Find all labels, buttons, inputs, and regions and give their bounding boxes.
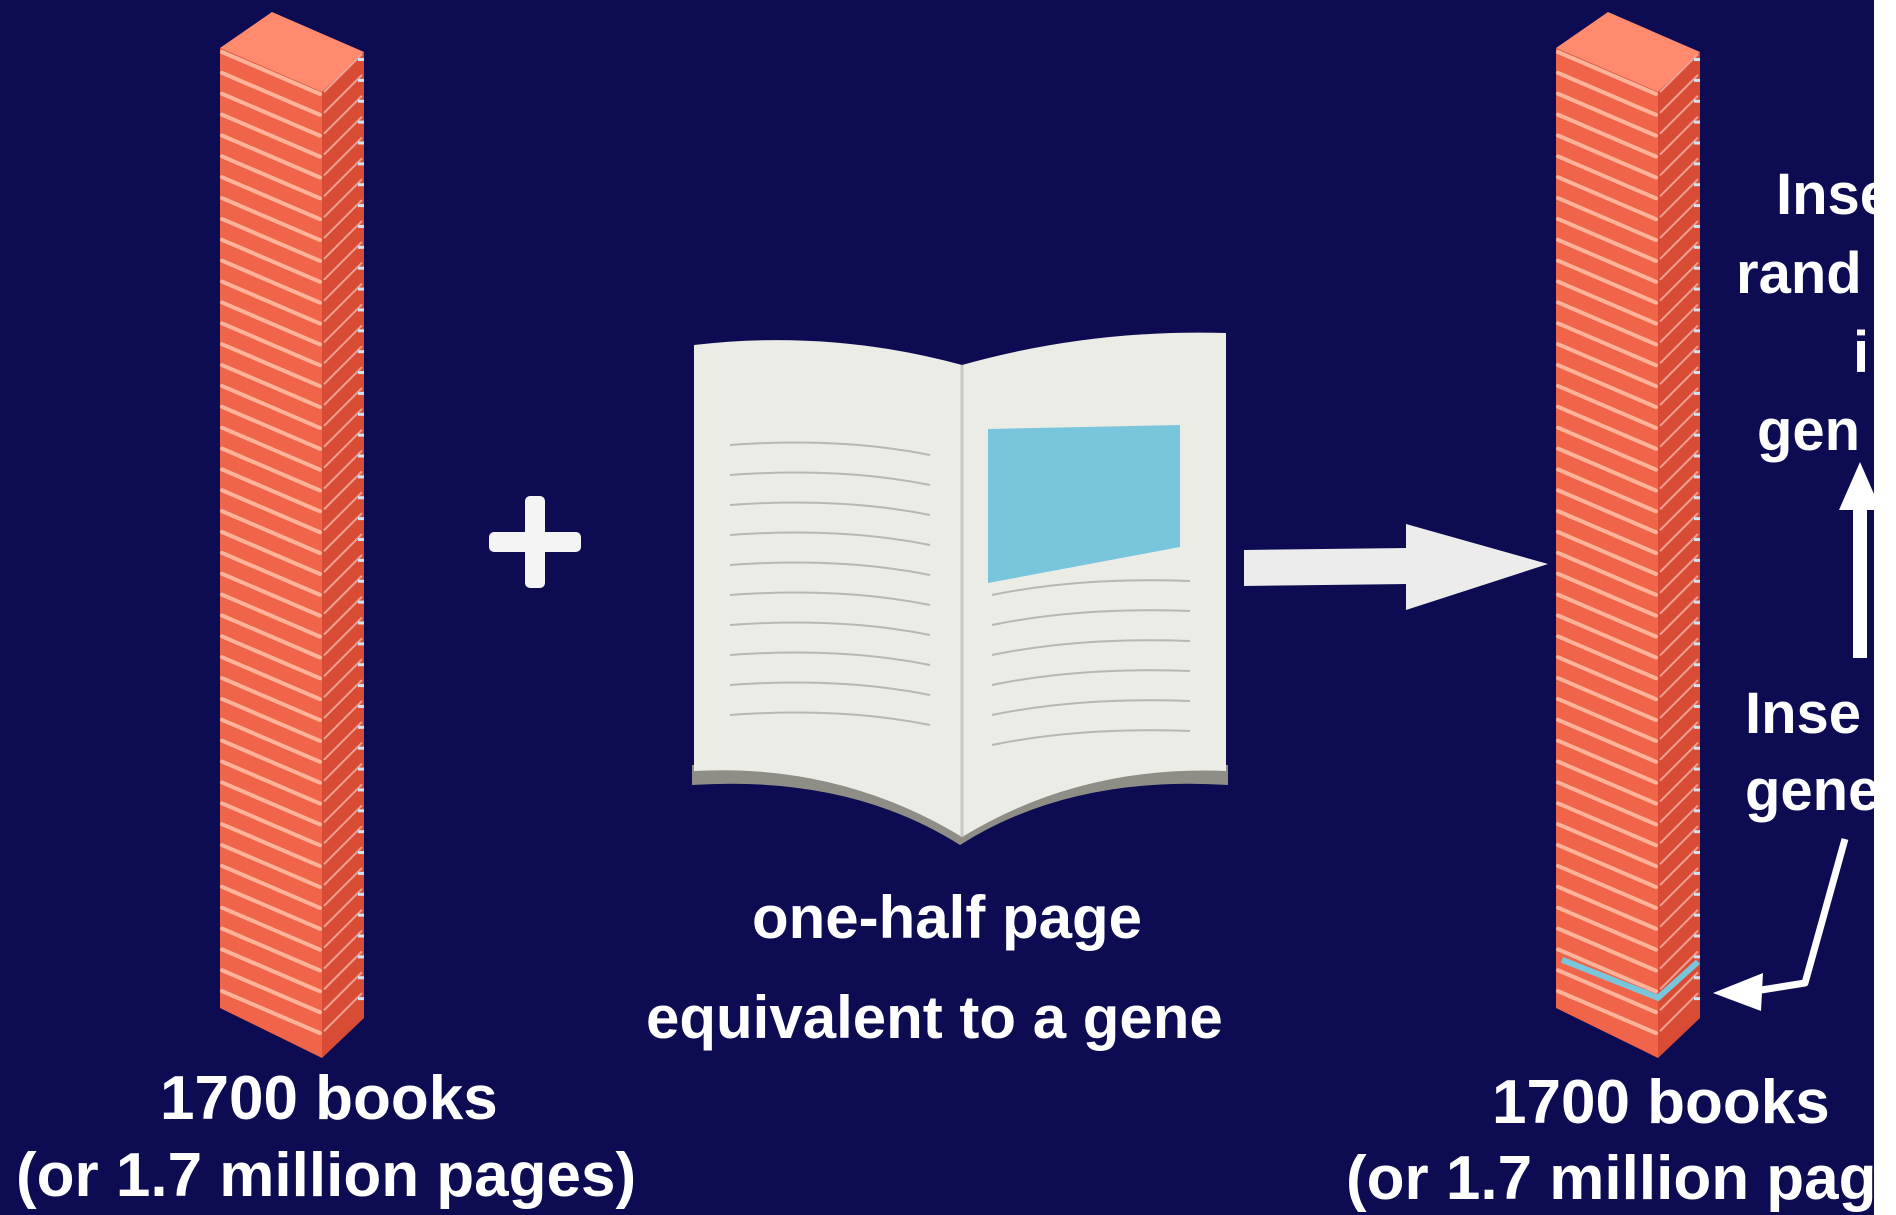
open-book-icon	[692, 332, 1228, 845]
right-stack-label-line1: 1700 books	[1492, 1068, 1830, 1137]
left-stack-label-line1: 1700 books	[160, 1064, 498, 1133]
side-note-bottom-line2: gene	[1745, 758, 1881, 823]
side-note-top-line4: gen	[1757, 398, 1861, 463]
right-stack-label-line2: (or 1.7 million pag	[1346, 1144, 1877, 1213]
book-stack-left-icon	[220, 12, 364, 1058]
middle-caption-line1: one-half page	[752, 884, 1143, 951]
side-note-top-line1: Inse	[1776, 162, 1893, 227]
gene-highlight	[988, 425, 1180, 583]
right-edge-strip	[1874, 0, 1896, 1215]
pointer-arrow-icon	[1713, 838, 1849, 1011]
plus-icon	[489, 496, 581, 588]
up-arrow-icon	[1839, 462, 1881, 658]
book-stack-right-icon	[1556, 12, 1701, 1058]
side-note-top-line3: i	[1853, 320, 1870, 385]
left-stack-label-line2: (or 1.7 million pages)	[16, 1141, 637, 1210]
middle-caption-line2: equivalent to a gene	[646, 984, 1223, 1051]
right-arrow-icon	[1244, 524, 1548, 610]
side-note-top-line2: rand	[1736, 241, 1862, 306]
side-note-bottom-line1: Inse	[1745, 681, 1862, 746]
